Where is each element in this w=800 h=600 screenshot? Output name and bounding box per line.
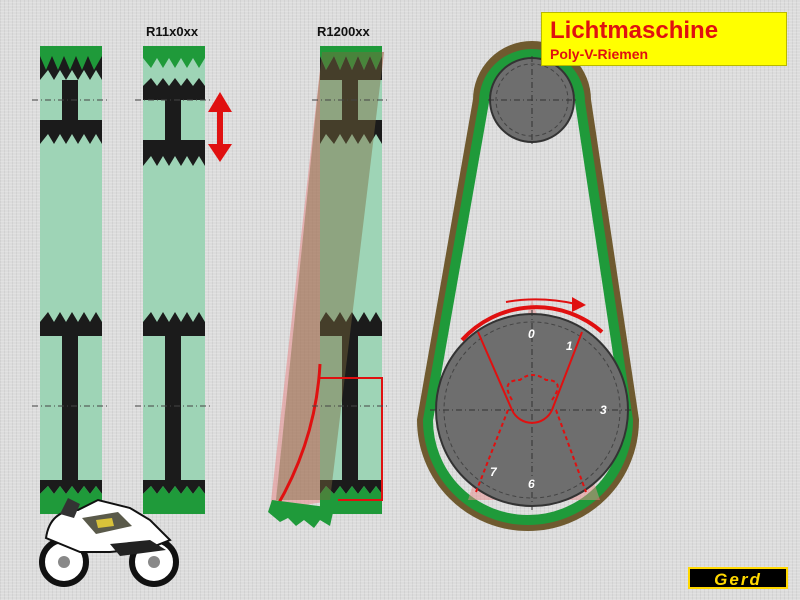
dial-number-7: 7 — [490, 465, 498, 479]
right-belt-column — [268, 46, 390, 528]
dial-number-3: 3 — [600, 403, 607, 417]
adjust-arrow-icon — [208, 92, 232, 162]
pulley-diagram: 0 1 3 6 7 — [416, 41, 640, 531]
middle-belt-column — [135, 46, 232, 514]
title-panel: Lichtmaschine Poly-V-Riemen — [541, 12, 787, 66]
gerd-logo: Gerd — [688, 567, 788, 589]
belt-loop-green — [422, 49, 634, 525]
label-r1200xx: R1200xx — [317, 24, 370, 39]
tilted-belt-brown — [276, 52, 384, 500]
title-text: Lichtmaschine — [550, 17, 719, 44]
rotation-arrow-icon — [505, 297, 586, 312]
dial-number-1: 1 — [566, 339, 573, 353]
motorcycle-icon — [39, 498, 179, 587]
dial-number-0: 0 — [528, 327, 535, 341]
subtitle-text: Poly-V-Riemen — [550, 46, 649, 62]
dial-number-6: 6 — [528, 477, 535, 491]
label-r11x0xx: R11x0xx — [146, 24, 199, 39]
left-belt-column — [32, 46, 110, 514]
